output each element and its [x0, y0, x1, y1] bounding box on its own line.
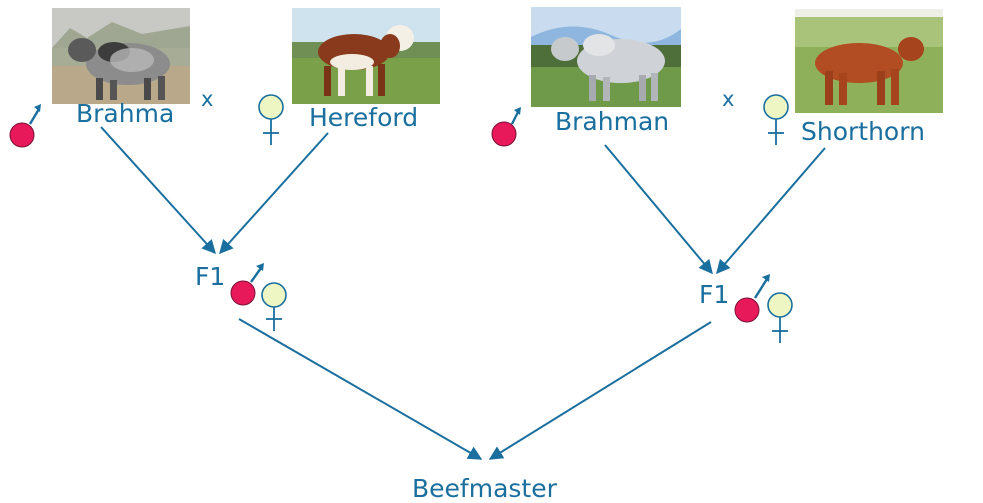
- shorthorn-label: Shorthorn: [801, 117, 925, 146]
- male-symbol-icon: [229, 262, 269, 308]
- left-cross-x-label: x: [201, 87, 214, 111]
- beefmaster-label: Beefmaster: [412, 474, 557, 503]
- female-symbol-icon: [259, 281, 289, 335]
- arrow-shorthorn-to-f1: [716, 147, 826, 275]
- male-symbol-icon: [490, 107, 526, 160]
- female-symbol-icon: [765, 291, 795, 347]
- brahma-bull-photo: [52, 8, 190, 104]
- arrow-right-f1-to-beefmaster: [488, 321, 712, 460]
- arrow-hereford-to-f1: [219, 132, 329, 255]
- left-f1-label: F1: [195, 262, 226, 291]
- arrow-left-f1-to-beefmaster: [238, 318, 483, 460]
- arrow-brahman-to-f1: [604, 144, 713, 275]
- right-cross-x-label: x: [722, 87, 735, 111]
- hereford-label: Hereford: [309, 103, 419, 132]
- brahman-label: Brahman: [555, 107, 670, 136]
- right-f1-label: F1: [699, 280, 730, 309]
- shorthorn-cow-photo: [795, 9, 943, 113]
- female-symbol-icon: [256, 93, 286, 149]
- arrow-brahma-to-f1: [100, 126, 216, 255]
- hereford-cow-photo: [292, 8, 440, 104]
- brahma-label: Brahma: [76, 99, 175, 128]
- male-symbol-icon: [8, 98, 44, 150]
- female-symbol-icon: [761, 93, 791, 149]
- brahman-bull-photo: [531, 7, 681, 107]
- male-symbol-icon: [733, 272, 773, 326]
